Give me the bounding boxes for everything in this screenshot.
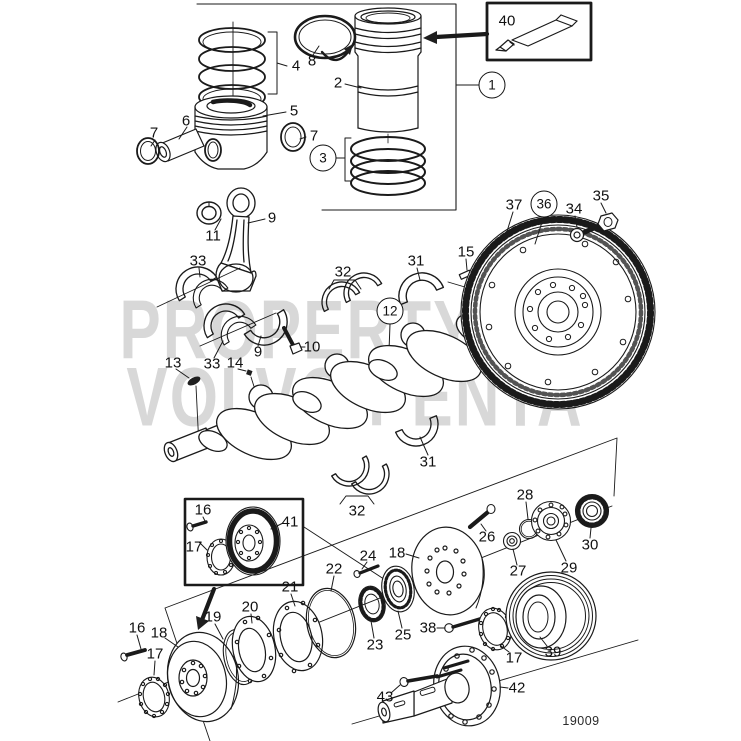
seal-cover-outer <box>272 593 324 674</box>
bolt-38 <box>436 616 485 633</box>
bolt-43 <box>390 674 439 694</box>
rod-bushing <box>196 201 222 231</box>
front-hub <box>377 645 509 727</box>
damper-inset-box <box>183 497 414 630</box>
cylinder-liner <box>344 7 422 144</box>
front-damper <box>164 631 240 723</box>
flywheel-bolt <box>582 202 619 235</box>
piston <box>194 95 287 170</box>
inset-damper <box>225 506 284 576</box>
hub-studs <box>435 659 470 679</box>
large-oring <box>305 575 357 659</box>
bolt-26 <box>467 503 496 532</box>
thrust-washers-lower <box>331 455 397 505</box>
sealant-inset-box <box>423 1 593 62</box>
piston-pin <box>155 126 205 163</box>
liner-seal-rings <box>335 136 426 196</box>
small-bolt-24 <box>353 561 380 578</box>
pin-retainer-left <box>136 137 160 165</box>
main-bearing-shell-lower <box>394 415 446 456</box>
liner-oring <box>293 14 357 62</box>
pin-retainer-right <box>280 122 307 152</box>
inset-arrow-to-damper <box>196 586 217 630</box>
rod-cap <box>243 309 297 355</box>
inset-arrow <box>423 31 490 44</box>
thrust-washers-upper <box>314 265 383 313</box>
drawing-number: 19009 <box>562 714 600 728</box>
flywheel-face-holes <box>485 240 632 386</box>
inset-bolt <box>186 516 208 532</box>
grooved-pulley <box>505 571 597 661</box>
rod-bearing-shells-lower <box>195 295 277 359</box>
crank-gear <box>574 493 610 539</box>
main-bearing-shell-upper <box>391 265 445 306</box>
rod-bearing-shells-upper <box>156 258 241 309</box>
sealant-tube-icon <box>495 14 578 52</box>
seal-washer <box>502 531 522 566</box>
liner-kit-bracket <box>196 3 481 211</box>
flywheel-bolt-holes <box>526 281 589 343</box>
front-bolt <box>120 634 147 662</box>
star-lock-washer <box>358 585 386 639</box>
rod-bolt <box>282 326 306 355</box>
seal-cover-inner <box>231 613 277 684</box>
piston-ring-set <box>198 21 288 111</box>
connecting-rod <box>215 187 266 293</box>
bearing-hub <box>381 565 415 629</box>
gear-hub <box>530 500 572 562</box>
flywheel <box>460 211 656 410</box>
front-lock-plate <box>137 660 171 719</box>
middle-damper-disc <box>405 526 485 616</box>
flywheel-washer <box>569 215 585 243</box>
